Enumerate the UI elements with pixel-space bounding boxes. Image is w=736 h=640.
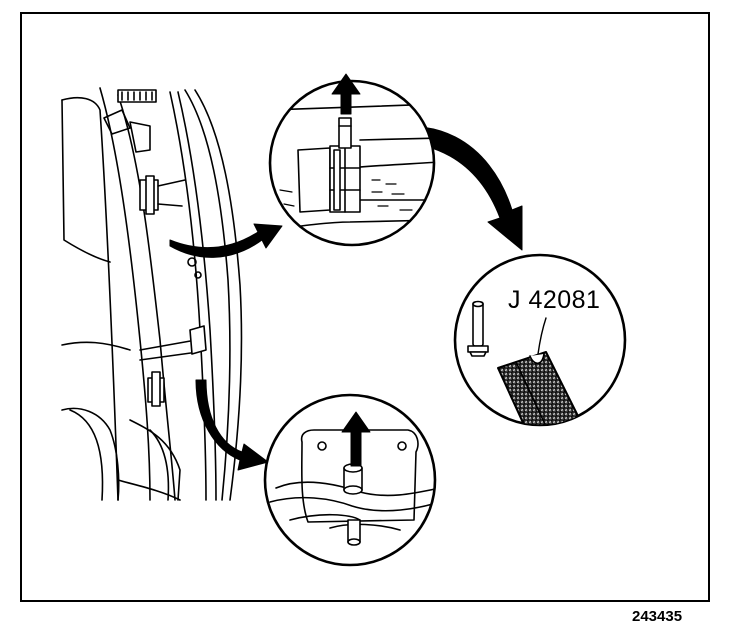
special-tool-bar bbox=[497, 351, 591, 425]
pin-up-arrow-lower bbox=[341, 411, 371, 467]
curved-arrow-to-lower-detail bbox=[195, 379, 269, 471]
pin-up-arrow-upper bbox=[331, 73, 361, 115]
tool-number-label: J 42081 bbox=[508, 286, 601, 314]
figure-number: 243435 bbox=[632, 608, 683, 625]
tool-detail-circle bbox=[453, 253, 627, 427]
door-pillar-body bbox=[61, 87, 243, 501]
upper-hinge-detail-circle bbox=[268, 73, 436, 247]
curved-arrow-to-upper-detail bbox=[169, 223, 283, 258]
lower-hinge-detail-circle bbox=[263, 393, 437, 567]
hinge-pin-part bbox=[467, 300, 489, 357]
